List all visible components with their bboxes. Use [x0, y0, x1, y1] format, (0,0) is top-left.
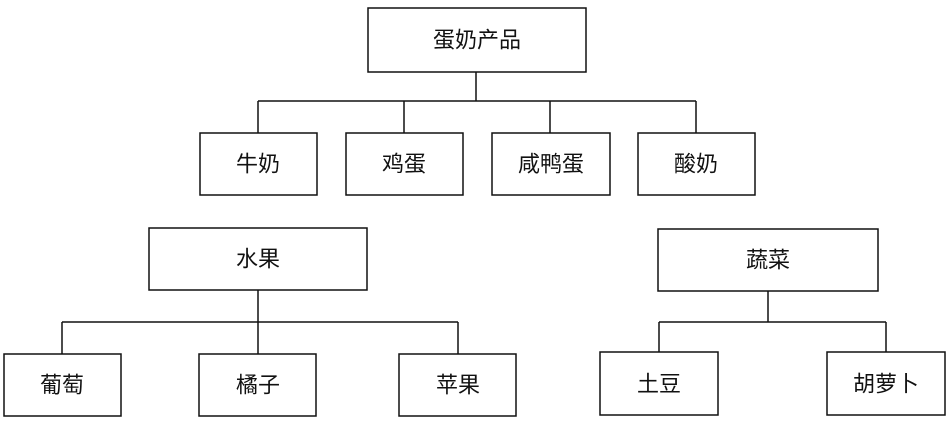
node-label: 水果 — [236, 248, 280, 273]
node-label: 蔬菜 — [746, 249, 790, 274]
tree-fruits: 水果 葡萄 橘子 苹果 — [3, 227, 517, 417]
node-yogurt: 酸奶 — [637, 132, 756, 196]
node-label: 蛋奶产品 — [433, 29, 521, 54]
connector-vegetables — [658, 291, 887, 352]
connector-fruits — [61, 290, 459, 354]
node-salted-duck-egg: 咸鸭蛋 — [491, 132, 611, 196]
node-grape: 葡萄 — [3, 353, 122, 417]
tree-vegetables: 蔬菜 土豆 胡萝卜 — [599, 228, 946, 416]
node-label: 葡萄 — [40, 374, 84, 399]
node-label: 橘子 — [236, 374, 280, 399]
node-orange: 橘子 — [198, 353, 317, 417]
node-label: 酸奶 — [674, 153, 718, 178]
node-dairy-eggs-root: 蛋奶产品 — [367, 7, 587, 73]
node-fruits-root: 水果 — [148, 227, 368, 291]
tree-dairy-eggs: 蛋奶产品 牛奶 鸡蛋 咸鸭蛋 酸奶 — [199, 7, 756, 196]
node-label: 苹果 — [436, 374, 480, 399]
node-label: 土豆 — [637, 373, 681, 398]
node-egg: 鸡蛋 — [345, 132, 464, 196]
connector-dairy-eggs — [257, 72, 697, 133]
node-apple: 苹果 — [398, 353, 517, 417]
node-potato: 土豆 — [599, 351, 719, 416]
node-carrot: 胡萝卜 — [826, 351, 946, 416]
node-label: 鸡蛋 — [382, 153, 426, 178]
node-milk: 牛奶 — [199, 132, 318, 196]
node-label: 咸鸭蛋 — [518, 153, 584, 178]
node-vegetables-root: 蔬菜 — [657, 228, 879, 292]
node-label: 胡萝卜 — [853, 373, 919, 398]
node-label: 牛奶 — [236, 153, 280, 178]
